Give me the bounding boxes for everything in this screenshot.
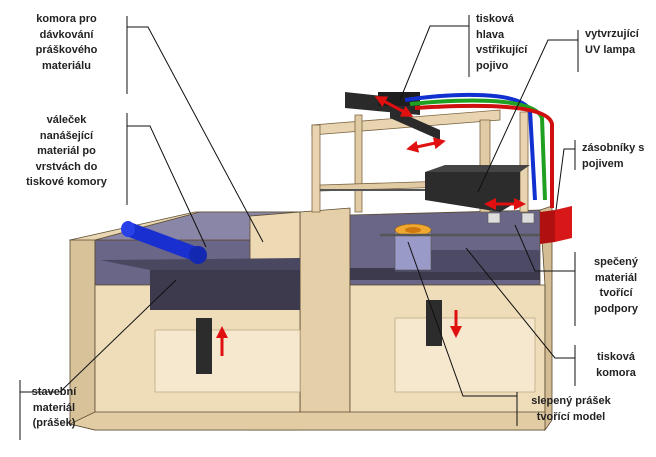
label-build-material: stavební materiál (prášek) [31, 386, 77, 429]
label-roller: váleček nanášející materiál po vrstvách … [26, 114, 107, 188]
label-sintered-support: spečený materiál tvořící podpory [593, 256, 639, 315]
slider-blocks [487, 212, 535, 224]
binder-hoses [404, 92, 554, 208]
label-uv-lamp: vytvrzující UV lampa [585, 28, 639, 56]
roller [121, 221, 207, 264]
leader-lines [19, 15, 579, 440]
label-powder-chamber: komora pro dávkování práškového materiál… [35, 13, 98, 72]
label-print-head: tisková hlava vstřikující pojivo [476, 13, 528, 72]
printed-model [394, 223, 432, 271]
pistons [196, 300, 442, 374]
label-binder-tanks: zásobníky s pojivem [582, 142, 645, 170]
binder-tank [540, 206, 572, 244]
label-glued-powder: slepený prášek tvořící model [531, 395, 611, 423]
motion-arrows [216, 96, 526, 356]
label-print-chamber: tisková komora [596, 351, 636, 379]
